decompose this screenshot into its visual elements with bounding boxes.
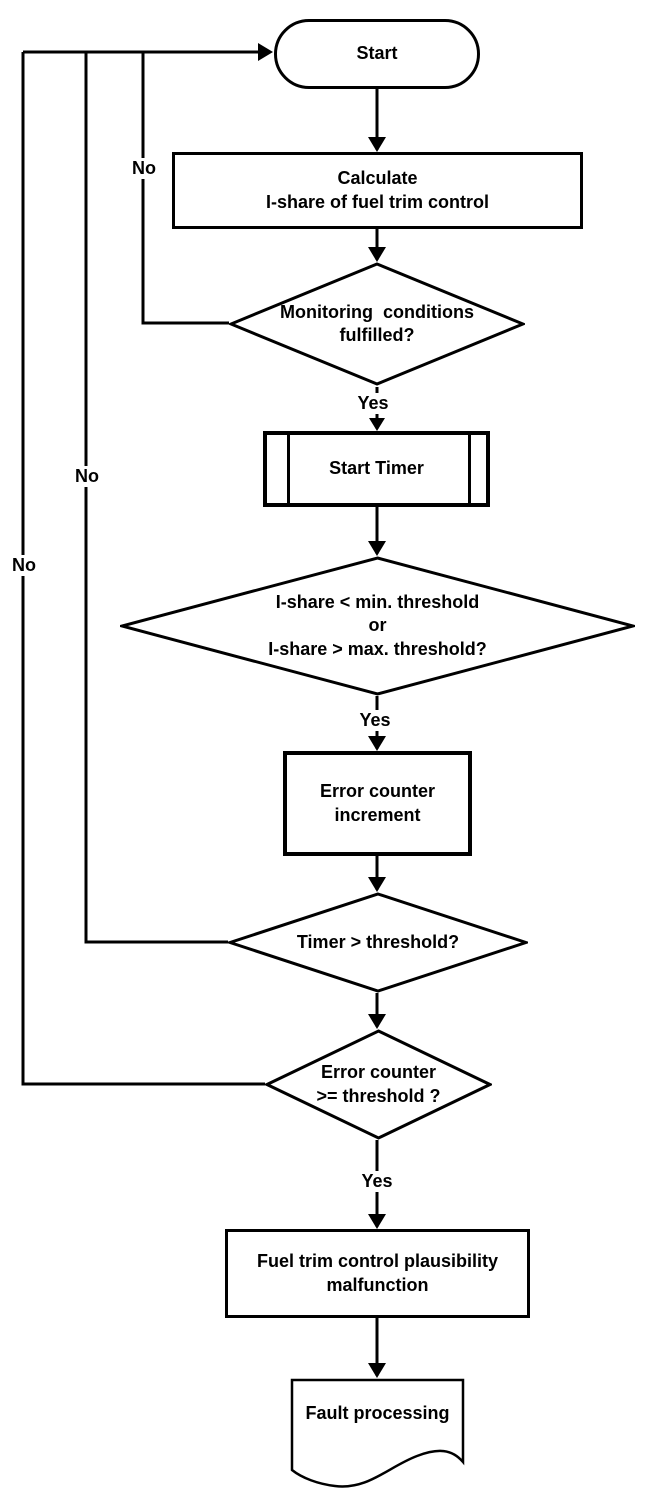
node-error-increment: Error counter increment	[283, 751, 472, 856]
arrowhead-into-start	[258, 43, 273, 61]
predefined-right-bar	[468, 435, 471, 503]
arrowhead-into-ishare	[368, 541, 386, 556]
node-start-timer: Start Timer	[263, 431, 490, 507]
arrowhead-into-timer-check	[368, 877, 386, 892]
node-malfunction-label: Fuel trim control plausibility malfuncti…	[256, 1251, 499, 1295]
arrowheads	[258, 43, 386, 1378]
node-ishare-decision: I-share < min. threshold or I-share > ma…	[120, 556, 635, 696]
arrowhead-into-increment	[368, 736, 386, 751]
node-ishare-label: I-share < min. threshold or I-share > ma…	[268, 591, 487, 659]
edge-label-error-no: No	[2, 555, 46, 576]
node-fault-processing: Fault processing	[290, 1378, 465, 1493]
diamond-shape	[228, 892, 528, 993]
edge-error-no-loop	[21, 52, 265, 1086]
node-monitoring-label: Monitoring conditions fulfilled?	[280, 301, 474, 345]
arrowhead-into-calculate	[368, 137, 386, 152]
node-start: Start	[274, 19, 480, 89]
node-calculate-label: Calculate I-share of fuel trim control	[265, 168, 490, 212]
node-error-decision: Error counter >= threshold ?	[265, 1029, 492, 1140]
predefined-left-bar	[287, 435, 290, 503]
arrowhead-into-monitoring	[368, 247, 386, 262]
diamond-shape	[265, 1029, 492, 1140]
edge-monitoring-no-loop	[141, 52, 229, 325]
arrowhead-into-malfunction	[368, 1214, 386, 1229]
flow-edges	[21, 50, 379, 1376]
edge-label-monitoring-yes: Yes	[350, 393, 396, 414]
node-fault-processing-label: Fault processing	[305, 1403, 450, 1424]
document-shape	[290, 1378, 465, 1488]
edge-label-ishare-yes: Yes	[352, 710, 398, 731]
arrowhead-into-timer-start	[369, 418, 385, 431]
arrowhead-into-error-check	[368, 1014, 386, 1029]
edge-label-timer-no: No	[65, 466, 109, 487]
edge-label-monitoring-no: No	[122, 158, 166, 179]
node-timer-label: Timer > threshold?	[296, 931, 460, 952]
node-malfunction: Fuel trim control plausibility malfuncti…	[225, 1229, 530, 1318]
node-start-timer-label: Start Timer	[329, 458, 424, 479]
node-start-label: Start	[356, 43, 398, 64]
node-monitoring-decision: Monitoring conditions fulfilled?	[229, 262, 525, 386]
diamond-shape	[229, 262, 525, 386]
node-timer-decision: Timer > threshold?	[228, 892, 528, 993]
node-calculate: Calculate I-share of fuel trim control	[172, 152, 583, 229]
arrowhead-into-fault-processing	[368, 1363, 386, 1378]
diamond-shape	[120, 556, 635, 696]
edge-timer-no-loop	[84, 52, 228, 944]
edge-label-error-yes: Yes	[354, 1171, 400, 1192]
node-error-check-label: Error counter >= threshold ?	[316, 1062, 441, 1106]
node-error-increment-label: Error counter increment	[319, 781, 436, 825]
